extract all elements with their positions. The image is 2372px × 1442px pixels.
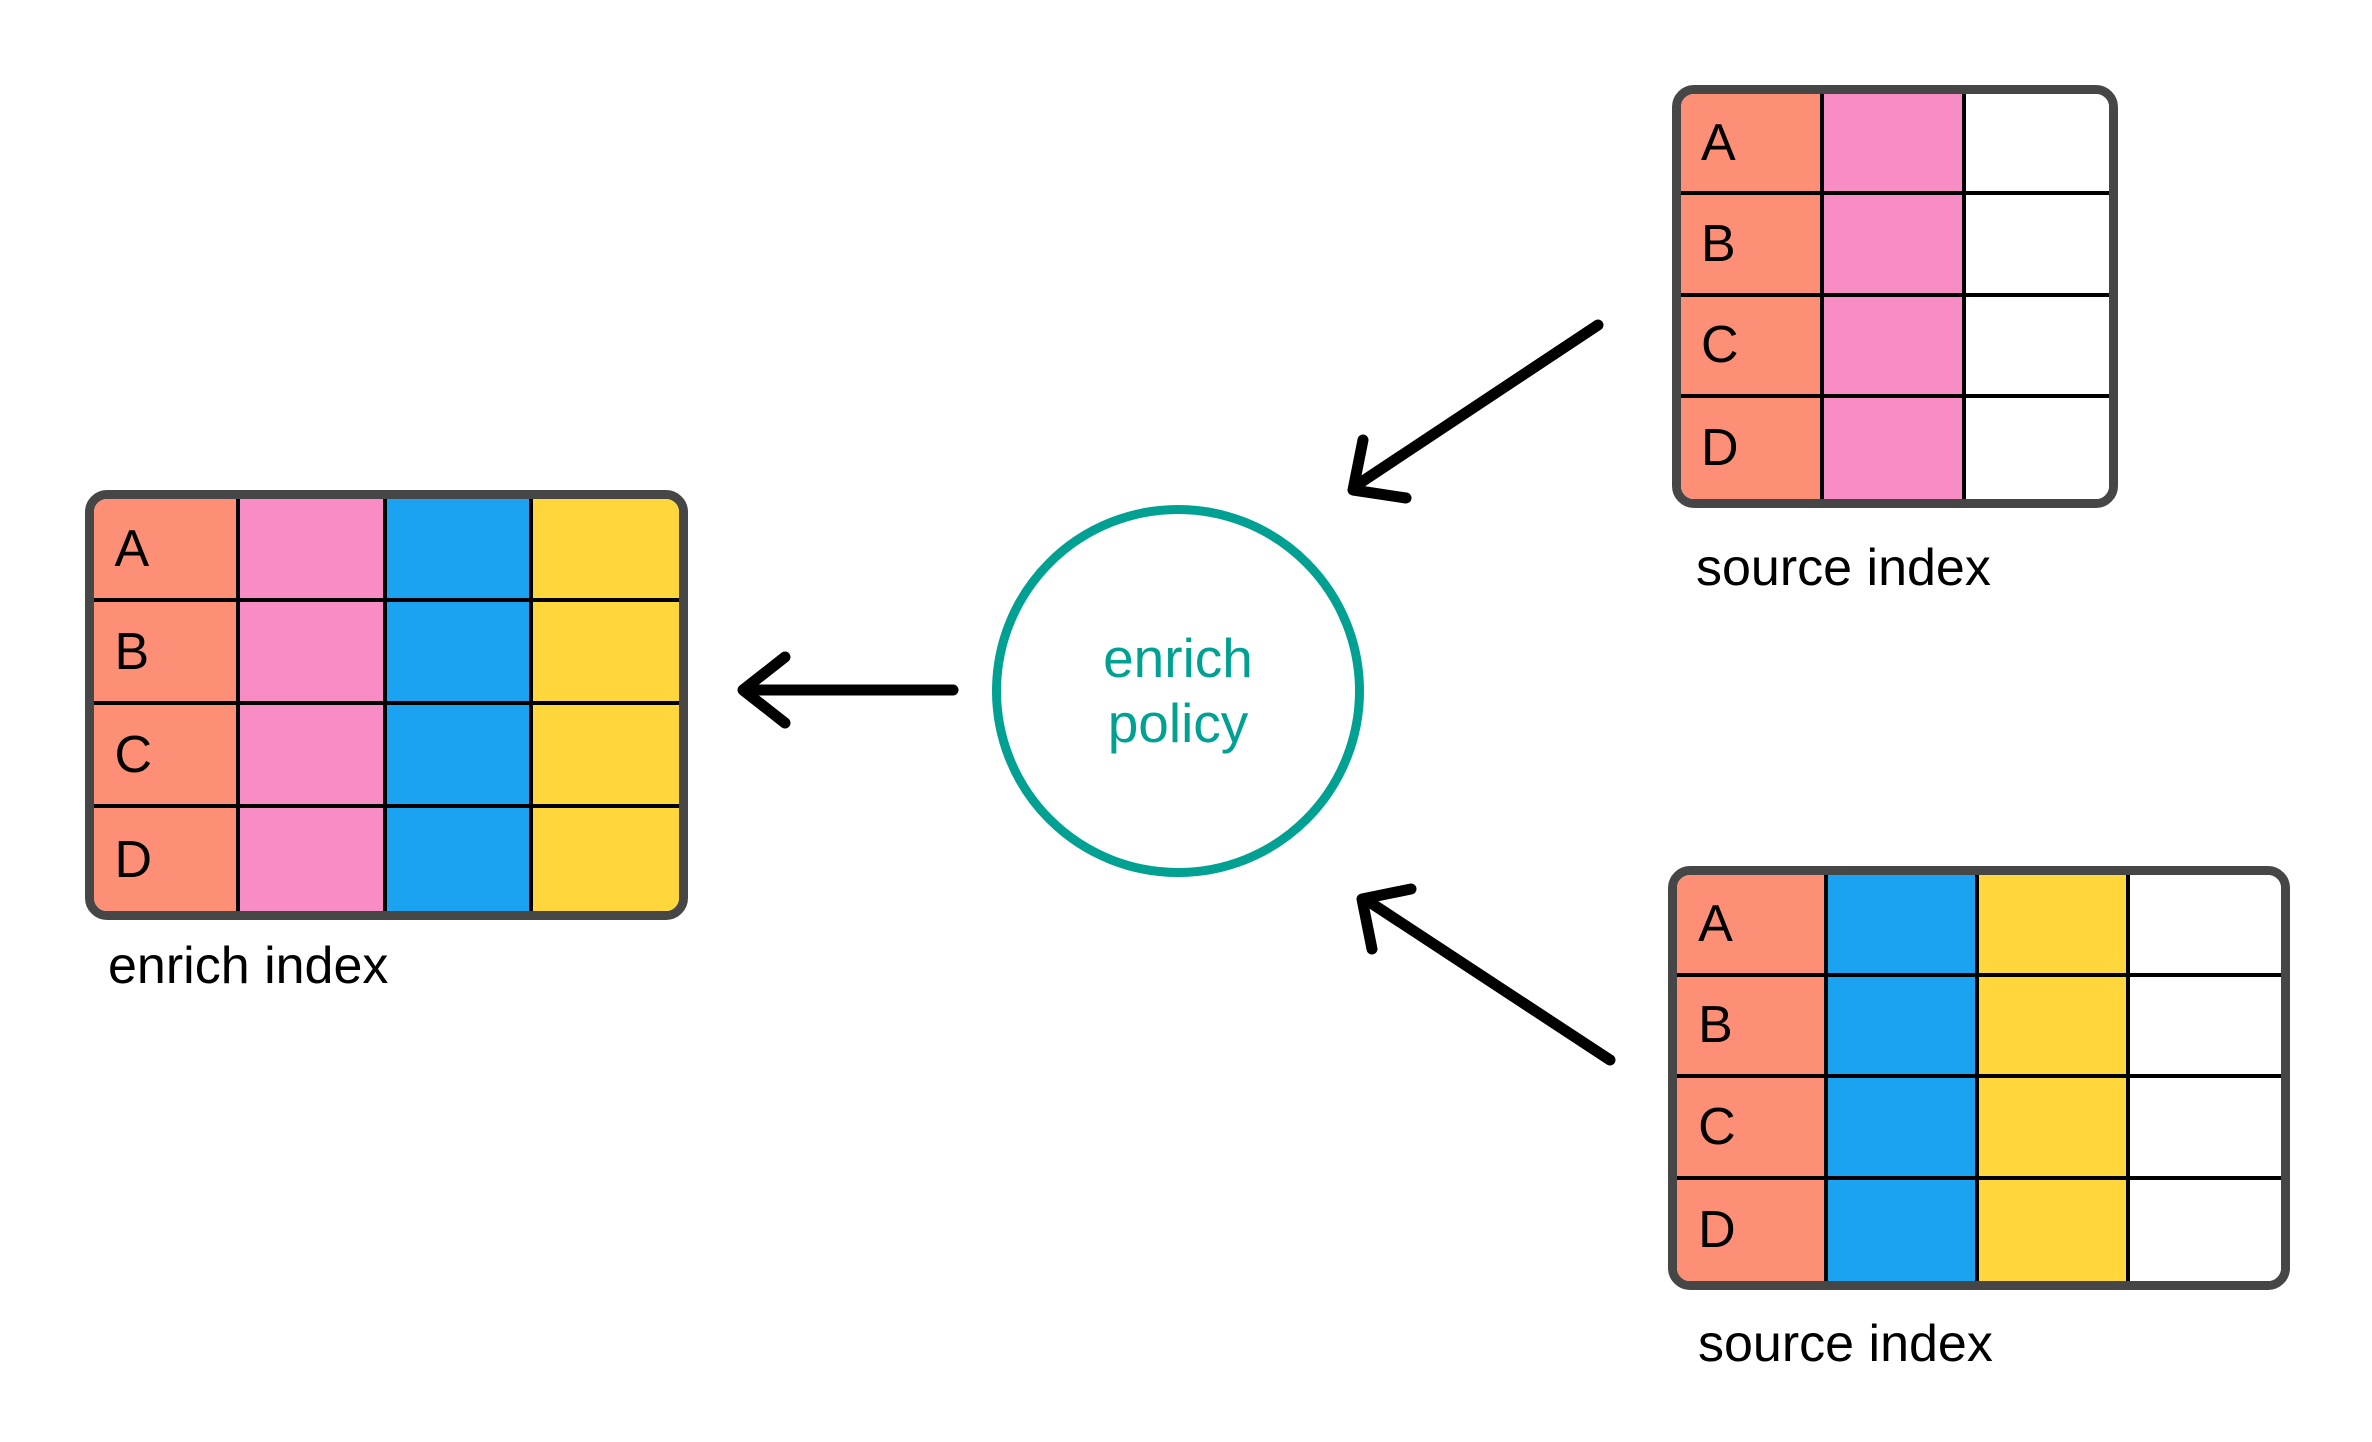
key-cell-d: D — [1681, 397, 1824, 499]
field-cell — [1823, 195, 1967, 297]
key-cell-c: C — [1677, 1078, 1828, 1180]
field-cell — [1828, 1179, 1979, 1281]
arrow-head-v — [1356, 883, 1417, 955]
field-cell — [240, 808, 387, 911]
field-cell — [240, 602, 387, 705]
key-cell-a: A — [1677, 875, 1828, 977]
field-cell — [532, 602, 679, 705]
field-cell — [1966, 94, 2109, 196]
key-cell-b: B — [94, 602, 241, 705]
field-cell — [240, 499, 387, 602]
field-cell — [1966, 397, 2109, 499]
key-cell-b: B — [1681, 195, 1824, 297]
key-cell-b: B — [1677, 976, 1828, 1078]
source-index-bottom-caption: source index — [1698, 1315, 1993, 1373]
arrow-bottom-source-to-policy — [1356, 883, 1616, 1066]
field-cell — [1979, 976, 2130, 1078]
field-cell — [1828, 875, 1979, 977]
field-cell — [1823, 397, 1967, 499]
enrich-policy-node[interactable]: enrich policy — [992, 505, 1364, 877]
field-cell — [1823, 296, 1967, 398]
field-cell — [532, 705, 679, 808]
key-cell-a: A — [1681, 94, 1824, 196]
enrich-policy-label-line1: enrich — [1103, 627, 1253, 690]
field-cell — [1966, 296, 2109, 398]
field-cell — [2130, 976, 2281, 1078]
field-cell — [1979, 875, 2130, 977]
field-cell — [1828, 976, 1979, 1078]
arrow-head-v — [737, 651, 791, 729]
arrow-policy-to-enrich-index — [737, 651, 959, 729]
field-cell — [386, 808, 533, 911]
field-cell — [240, 705, 387, 808]
field-cell — [386, 705, 533, 808]
enrich-policy-label-line2: policy — [1107, 692, 1249, 754]
field-cell — [1979, 1179, 2130, 1281]
arrow-head-v — [1347, 434, 1412, 504]
field-cell — [2130, 1078, 2281, 1180]
field-cell — [386, 602, 533, 705]
field-cell — [386, 499, 533, 602]
source-index-top-caption: source index — [1696, 539, 1991, 597]
arrow-shaft — [1354, 319, 1604, 489]
key-cell-d: D — [1677, 1179, 1828, 1281]
key-cell-c: C — [94, 705, 241, 808]
arrow-top-source-to-policy — [1347, 319, 1604, 504]
key-cell-a: A — [94, 499, 241, 602]
arrow-shaft — [1365, 897, 1616, 1066]
field-cell — [2130, 875, 2281, 977]
key-cell-c: C — [1681, 296, 1824, 398]
field-cell — [532, 499, 679, 602]
field-cell — [1828, 1078, 1979, 1180]
field-cell — [532, 808, 679, 911]
field-cell — [2130, 1179, 2281, 1281]
key-cell-d: D — [94, 808, 241, 911]
field-cell — [1823, 94, 1967, 196]
field-cell — [1979, 1078, 2130, 1180]
field-cell — [1966, 195, 2109, 297]
enrich-index-caption: enrich index — [108, 937, 389, 995]
